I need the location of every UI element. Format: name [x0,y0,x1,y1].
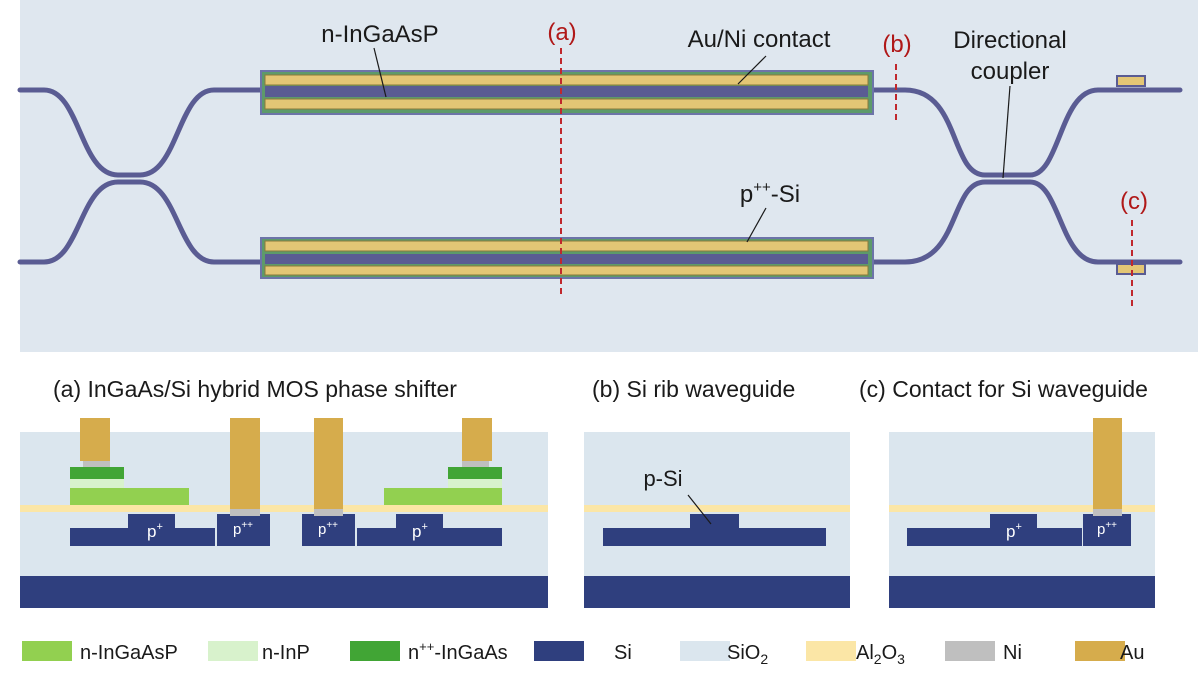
au-ni-contact-upper [264,74,869,86]
au-ni-contact-lower [264,265,869,276]
a-label-p-pp-right: p++ [318,520,338,538]
legend-label-sio2: SiO2 [727,642,768,667]
cross-section-a: p+ p++ p++ p+ [20,418,548,608]
legend-swatch-n-pp-ingaas [350,641,400,661]
a-n-ingaasp-left [70,488,189,505]
c-label-p-plus: p+ [1006,521,1022,541]
leader-directional-coupler [1002,85,1011,179]
a-n-inp-left [70,479,124,488]
a-au-right [462,418,492,461]
b-leader-p-si [687,494,712,525]
legend-swatch-n-ingaasp [22,641,72,661]
a-au-contact-left [230,418,260,509]
b-label-p-si: p-Si [643,466,682,491]
legend-swatch-al2o3 [806,641,856,661]
waveguide-output-lower [869,179,1183,265]
cross-section-b: p-Si [584,432,850,608]
contact-pad-upper [1116,75,1146,87]
a-ni-contact-left [230,509,260,516]
a-si-contact-left [217,514,270,546]
a-ni-contact-right [314,509,343,516]
mzi-waveguides [17,87,1183,265]
c-al2o3 [889,505,1155,512]
legend-label-ni: Ni [1003,642,1022,664]
leader-au-ni [737,55,767,85]
c-si-slab [907,528,1082,546]
marker-c: (c) [1120,188,1148,215]
top-view: n-InGaAsP Au/Ni contact Directional coup… [17,0,1198,352]
marker-b: (b) [882,31,911,58]
c-si-contact [1083,514,1131,546]
b-si-substrate [584,576,850,608]
waveguide-output-upper [869,87,1183,178]
section-a-title: (a) InGaAs/Si hybrid MOS phase shifter [53,376,457,402]
label-p-si: p++-Si [740,179,800,208]
phase-shifter-lower [260,237,874,279]
p-si-contact-upper [264,98,869,110]
legend-label-al2o3: Al2O3 [856,642,905,667]
a-si-slab-right [357,528,502,546]
legend-label-n-pp-ingaas: n++-InGaAs [408,639,508,664]
a-n-ingaas-right [448,467,502,479]
a-au-left [80,418,110,461]
phase-shifter-upper [260,70,874,115]
a-n-inp-right [448,479,502,488]
p-si-contact-lower [264,240,869,252]
a-n-ingaasp-right [384,488,502,505]
legend-swatch-au [1075,641,1125,661]
a-label-p-pp-left: p++ [233,520,253,538]
leader-p-si [746,207,767,243]
a-si-rib-left [128,514,175,528]
c-ni-contact [1093,509,1122,516]
b-al2o3 [584,505,850,512]
c-si-rib [990,514,1037,528]
b-si-slab [603,528,826,546]
a-n-ingaas-left [70,467,124,479]
a-si-rib-right [396,514,443,528]
legend-swatch-n-inp [208,641,258,661]
legend: n-InGaAsP n-InP n++-InGaAs Si SiO2 Al2O3 Ni Au [22,639,1144,667]
section-c-title: (c) Contact for Si waveguide [859,376,1148,402]
waveguide-input-upper [17,87,265,178]
a-si-substrate [20,576,548,608]
legend-label-au: Au [1120,642,1144,664]
section-b-title: (b) Si rib waveguide [592,376,795,402]
a-si-slab-left [70,528,215,546]
c-si-substrate [889,576,1155,608]
a-label-p-plus-right: p+ [412,521,428,541]
c-label-p-pp: p++ [1097,520,1117,538]
label-directional: Directional [953,27,1066,54]
legend-label-n-ingaasp: n-InGaAsP [80,642,178,664]
a-al2o3 [20,505,548,512]
a-ni-left [83,461,110,467]
label-n-ingaasp: n-InGaAsP [321,21,438,48]
a-label-p-plus-left: p+ [147,521,163,541]
a-au-contact-right [314,418,343,509]
b-si-rib [690,514,739,528]
a-ni-right [462,461,489,467]
si-waveguide-lower [265,254,868,264]
cross-section-c: p+ p++ [889,418,1155,608]
a-si-contact-right [302,514,355,546]
leader-n-ingaasp [373,47,387,98]
legend-swatch-si [534,641,584,661]
label-au-ni-contact: Au/Ni contact [688,26,831,53]
marker-a: (a) [547,19,576,46]
c-au-contact [1093,418,1122,509]
legend-label-si: Si [614,642,632,664]
label-coupler: coupler [971,58,1050,85]
legend-swatch-ni [945,641,995,661]
si-waveguide-upper [265,86,868,97]
legend-swatch-sio2 [680,641,730,661]
waveguide-input-lower [17,179,265,265]
legend-label-n-inp: n-InP [262,642,310,664]
